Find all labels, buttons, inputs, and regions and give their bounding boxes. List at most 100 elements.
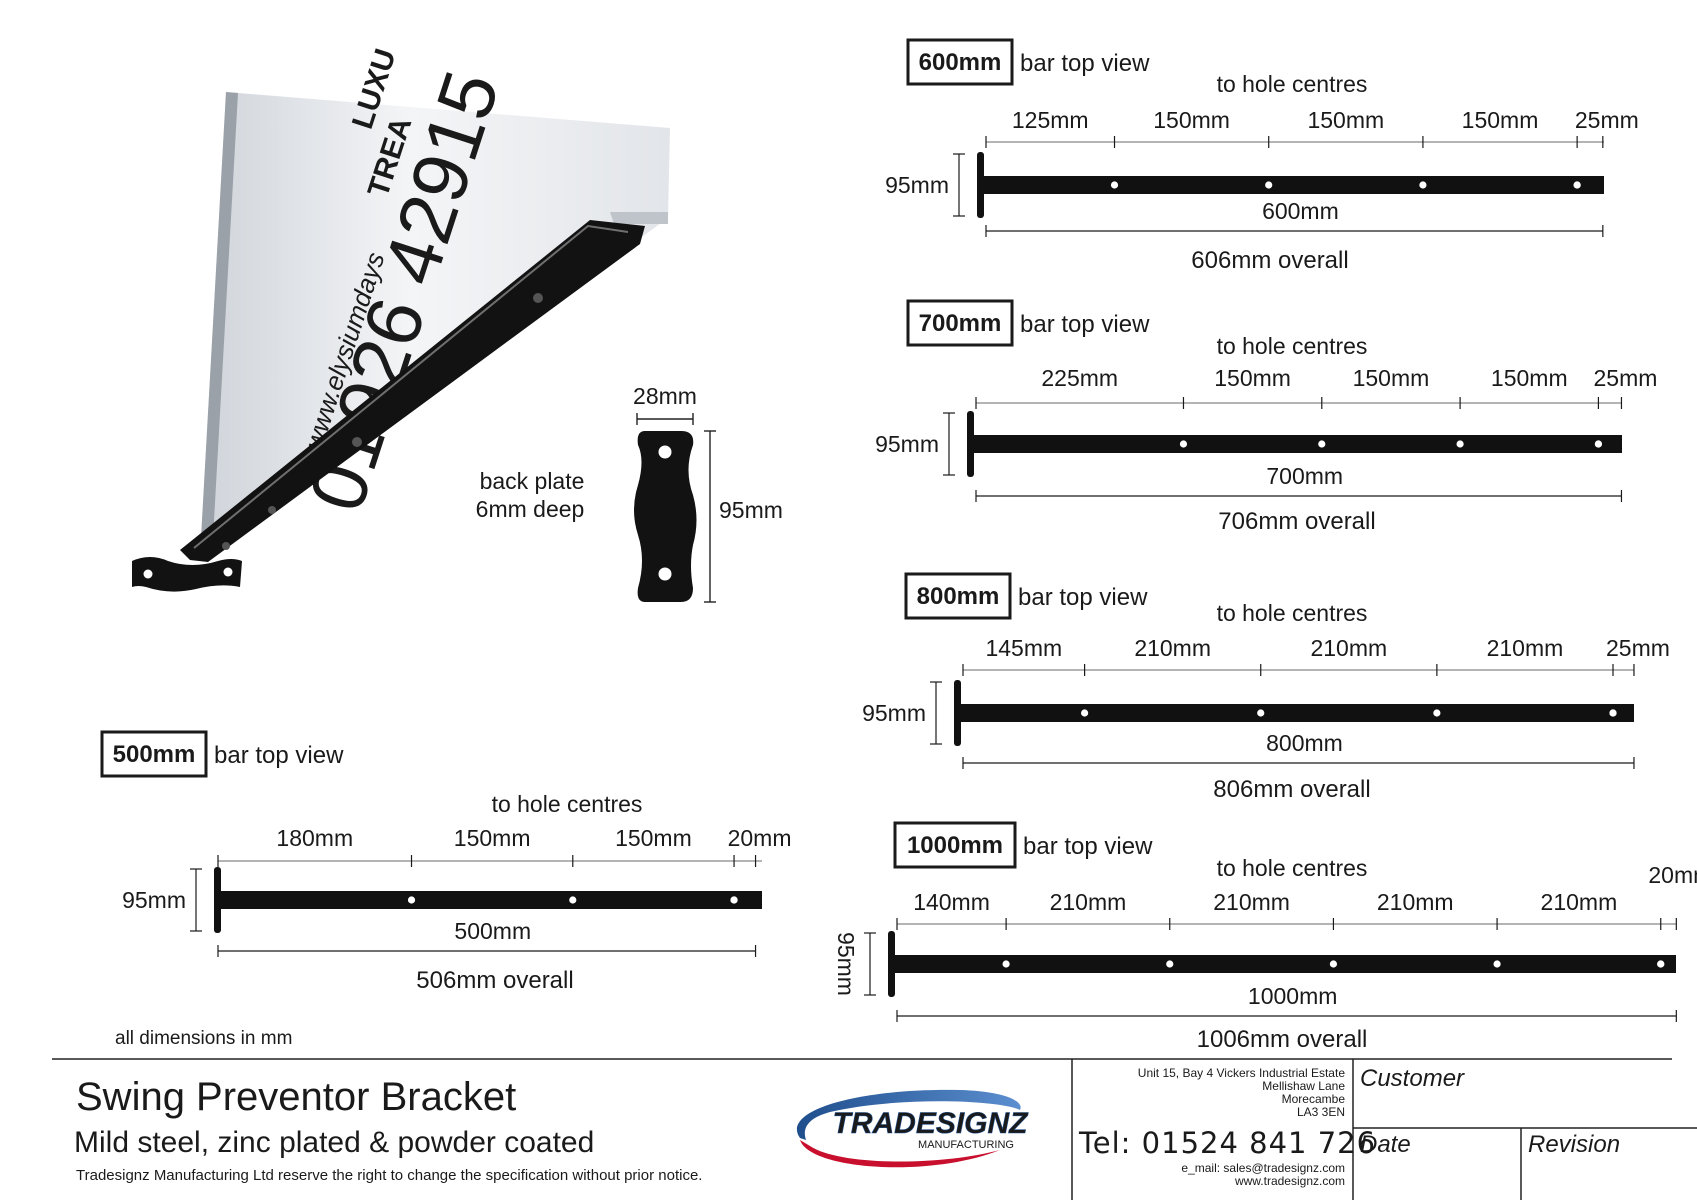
size-box	[893, 821, 1017, 869]
height-label: 95mm	[833, 932, 859, 996]
bar-500mm: 500mm bar top view to hole centres 95mm 180m…	[100, 730, 792, 994]
bar-hole	[1594, 440, 1603, 448]
bar-hole	[730, 896, 738, 904]
back-plate-label-line1: back plate	[480, 468, 585, 494]
bar-hole	[407, 896, 416, 904]
photo-plate-hole-2	[223, 567, 233, 577]
spacing-label: 210mm	[1134, 635, 1211, 661]
logo-swoosh-blue	[796, 1089, 1021, 1140]
size-label: 500mm	[113, 741, 196, 768]
bar-body	[220, 891, 762, 909]
spacing-label: 140mm	[913, 889, 990, 915]
view-label: bar top view	[214, 742, 344, 769]
spacing-label: 25mm	[1575, 107, 1639, 133]
spacing-label: 210mm	[1487, 635, 1564, 661]
spacing-label: 180mm	[276, 825, 353, 851]
drawing-subtitle: Mild steel, zinc plated & powder coated	[74, 1126, 594, 1159]
size-label: 600mm	[919, 49, 1002, 76]
spacing-label: 150mm	[1462, 107, 1539, 133]
height-label: 95mm	[862, 700, 926, 726]
bar-hole	[1433, 709, 1441, 717]
bar-800mm: 800mm bar top view to hole centres 95mm 145m…	[862, 572, 1670, 803]
photo-back-plate	[132, 557, 242, 592]
hole-centres-label: to hole centres	[1217, 600, 1368, 626]
bar-length-label: 800mm	[1266, 730, 1343, 756]
overall-length-label: 506mm overall	[416, 967, 573, 994]
sign-edge-shadow	[200, 92, 238, 556]
bar-body	[973, 435, 1622, 453]
photo-bracket-highlight	[193, 224, 629, 549]
height-label: 95mm	[122, 887, 186, 913]
spacing-label: 145mm	[985, 635, 1062, 661]
hole-centres-label: to hole centres	[492, 791, 643, 817]
tradesignz-logo: TRADESIGNZ MANUFACTURING	[796, 1089, 1030, 1168]
sign-top-edge	[610, 212, 668, 224]
bar-hole	[1419, 181, 1427, 189]
spacing-label: 210mm	[1377, 889, 1454, 915]
back-plate-detail: back plate 6mm deep 28mm 95mm	[476, 383, 783, 603]
back-plate-label-line2: 6mm deep	[476, 496, 585, 522]
bar-length-label: 1000mm	[1248, 983, 1337, 1009]
logo-subline: MANUFACTURING	[918, 1139, 1014, 1151]
size-label: 700mm	[919, 310, 1002, 337]
bar-length-label: 600mm	[1262, 198, 1339, 224]
view-label: bar top view	[1020, 50, 1150, 77]
back-plate-stub	[977, 152, 984, 218]
bar-hole	[1265, 181, 1273, 189]
address-line-1: Unit 15, Bay 4 Vickers Industrial Estate	[1138, 1066, 1346, 1080]
bar-hole	[1456, 440, 1464, 448]
spacing-label: 125mm	[1012, 107, 1089, 133]
spacing-label: 225mm	[1041, 365, 1118, 391]
view-label: bar top view	[1020, 311, 1150, 338]
bar-hole	[1081, 709, 1089, 717]
view-label: bar top view	[1023, 833, 1153, 860]
photo-rivet-4	[222, 542, 230, 550]
spacing-label: 210mm	[1541, 889, 1618, 915]
size-box	[906, 38, 1014, 86]
email: e_mail: sales@tradesignz.com	[1181, 1161, 1345, 1175]
size-box	[904, 572, 1012, 620]
photo-rivet-1	[533, 293, 543, 303]
logo-wordmark: TRADESIGNZ	[833, 1107, 1030, 1140]
bar-hole	[1609, 709, 1617, 717]
bar-hole	[1657, 960, 1665, 968]
bar-body	[983, 176, 1604, 194]
size-label: 1000mm	[907, 832, 1003, 859]
hole-centres-label: to hole centres	[1217, 855, 1368, 881]
spacing-label: 25mm	[1606, 635, 1670, 661]
revision-field-label: Revision	[1528, 1131, 1620, 1158]
spacing-label: 20mm	[1648, 862, 1697, 888]
back-plate-width-label: 28mm	[633, 383, 697, 409]
spacing-label: 210mm	[1050, 889, 1127, 915]
hole-centres-label: to hole centres	[1217, 71, 1368, 97]
drawing-title: Swing Preventor Bracket	[76, 1075, 516, 1119]
spacing-label: 150mm	[615, 825, 692, 851]
spacing-label: 150mm	[454, 825, 531, 851]
spacing-label: 150mm	[1307, 107, 1384, 133]
bar-body	[894, 955, 1676, 973]
address-line-2: Mellishaw Lane	[1262, 1079, 1345, 1093]
date-field-label: Date	[1360, 1131, 1411, 1158]
back-plate-shape	[634, 431, 697, 602]
bracket-photo: LUXU TREA www.elysiumdays 01926 42915	[132, 45, 670, 592]
bar-hole	[1257, 709, 1265, 717]
spacing-label: 210mm	[1213, 889, 1290, 915]
overall-length-label: 806mm overall	[1213, 776, 1370, 803]
back-plate-stub	[967, 411, 974, 477]
bar-hole	[1493, 960, 1501, 968]
customer-field-label: Customer	[1360, 1065, 1465, 1092]
bar-length-label: 700mm	[1266, 463, 1343, 489]
bar-hole	[1573, 181, 1581, 189]
spacing-label: 25mm	[1594, 365, 1658, 391]
bar-length-label: 500mm	[454, 918, 531, 944]
bar-hole	[569, 896, 577, 904]
bar-hole	[1002, 960, 1010, 968]
view-label: bar top view	[1018, 584, 1148, 611]
back-plate-stub	[214, 867, 221, 933]
bar-1000mm: 1000mm bar top view to hole centres 95mm 140…	[833, 821, 1697, 1053]
photo-bracket-bar	[180, 220, 645, 562]
size-label: 800mm	[917, 583, 1000, 610]
